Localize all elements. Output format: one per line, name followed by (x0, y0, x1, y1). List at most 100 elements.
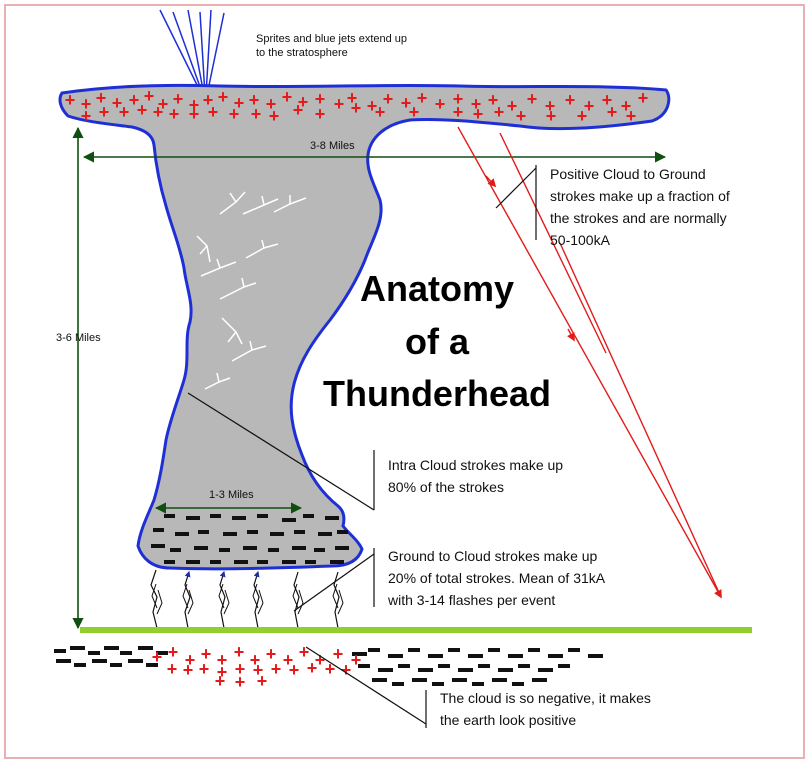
diagram-title: Anatomy of a Thunderhead (323, 268, 551, 414)
positive-charge-symbol: + (152, 647, 163, 667)
ground-to-cloud-stroke (185, 572, 190, 628)
negative-charge-symbol (104, 646, 119, 650)
negative-charge-symbol (372, 678, 387, 682)
negative-charge-symbol (247, 530, 258, 534)
negative-charge-symbol (412, 678, 427, 682)
positive-cg-note-line-1: Positive Cloud to Ground (550, 166, 706, 182)
negative-charge-symbol (219, 548, 230, 552)
positive-ground-charges: +++++++++++++++++++++++++++ (152, 642, 362, 692)
negative-charge-symbol (170, 548, 181, 552)
negative-charge-symbol (518, 664, 530, 668)
negative-charge-symbol (186, 516, 200, 520)
positive-charge-symbol: + (638, 88, 649, 108)
negative-charge-symbol (448, 648, 460, 652)
negative-charge-symbol (418, 668, 433, 672)
positive-charge-symbol: + (208, 102, 219, 122)
positive-charge-symbol: + (235, 672, 246, 692)
positive-charge-symbol: + (218, 87, 229, 107)
negative-charge-symbol (120, 651, 132, 655)
negative-charge-symbol (186, 560, 200, 564)
negative-charge-symbol (153, 528, 164, 532)
ground-line (80, 627, 752, 633)
negative-charge-symbol (588, 654, 603, 658)
negative-charge-symbol (478, 664, 490, 668)
positive-charge-symbol: + (607, 102, 618, 122)
negative-charge-symbol (257, 560, 268, 564)
negative-charge-symbol (538, 668, 553, 672)
negative-charge-symbol (512, 682, 524, 686)
positive-charge-symbol: + (546, 106, 557, 126)
negative-charge-symbol (282, 560, 296, 564)
positive-charge-symbol: + (289, 660, 300, 680)
negative-charge-symbol (408, 648, 420, 652)
negative-charge-symbol (337, 530, 348, 534)
positive-charge-symbol: + (435, 94, 446, 114)
negative-charge-symbol (392, 682, 404, 686)
positive-charge-symbol: + (137, 100, 148, 120)
negative-charge-symbol (330, 560, 344, 564)
negative-charge-symbol (56, 659, 71, 663)
negative-charge-symbol (210, 560, 221, 564)
negative-charge-symbol (468, 654, 483, 658)
negative-charge-symbol (335, 546, 349, 550)
stroke-branch (258, 590, 263, 614)
sprites-label-line-1: Sprites and blue jets extend up (256, 33, 407, 45)
negative-charge-symbol (488, 648, 500, 652)
positive-charge-symbol: + (453, 102, 464, 122)
negative-charge-symbol (498, 668, 513, 672)
negative-charge-symbol (428, 654, 443, 658)
positive-charge-symbol: + (153, 102, 164, 122)
negative-charge-symbol (243, 546, 257, 550)
positive-charge-symbol: + (516, 106, 527, 126)
negative-charge-symbol (528, 648, 540, 652)
negative-charge-symbol (164, 514, 175, 518)
negative-charge-symbol (175, 532, 189, 536)
negative-charge-symbol (492, 678, 507, 682)
height-label: 3-6 Miles (56, 332, 101, 344)
positive-charge-symbol: + (199, 659, 210, 679)
negative-charge-symbol (54, 649, 66, 653)
intra-cloud-note-line-1: Intra Cloud strokes make up (388, 457, 563, 473)
earth-positive-note-line-2: the earth look positive (440, 712, 576, 728)
positive-cg-note-line-3: the strokes and are normally (550, 210, 727, 226)
negative-charge-symbol (472, 682, 484, 686)
negative-charge-symbol (508, 654, 523, 658)
negative-charge-symbol (368, 648, 380, 652)
positive-charge-symbol: + (99, 102, 110, 122)
positive-charge-symbol: + (119, 102, 130, 122)
positive-charge-symbol: + (307, 658, 318, 678)
negative-charge-symbol (282, 518, 296, 522)
positive-charge-symbol: + (565, 90, 576, 110)
positive-charge-symbol: + (271, 659, 282, 679)
negative-charge-symbol (398, 664, 410, 668)
positive-charge-symbol: + (293, 100, 304, 120)
positive-charge-symbol: + (351, 650, 362, 670)
sprites-label: Sprites and blue jets extend up to the s… (256, 33, 407, 59)
intra-cloud-note: Intra Cloud strokes make up 80% of the s… (388, 457, 563, 495)
negative-charge-symbol (438, 664, 450, 668)
negative-charge-symbol (458, 668, 473, 672)
positive-charge-symbol: + (269, 106, 280, 126)
negative-charge-symbol (325, 516, 339, 520)
positive-charge-symbol: + (167, 659, 178, 679)
negative-charge-symbol (128, 659, 143, 663)
positive-charge-symbol: + (527, 89, 538, 109)
positive-charge-symbol: + (215, 671, 226, 691)
positive-cg-note-line-2: strokes make up a fraction of (550, 188, 730, 204)
positive-charge-symbol: + (315, 104, 326, 124)
positive-charge-symbol: + (257, 671, 268, 691)
stroke-branch (224, 590, 229, 614)
ground-to-cloud-note-line-1: Ground to Cloud strokes make up (388, 548, 598, 564)
earth-positive-note: The cloud is so negative, it makes the e… (440, 690, 651, 728)
positive-charge-symbol: + (81, 106, 92, 126)
positive-charge-symbol: + (334, 94, 345, 114)
positive-charge-symbol: + (282, 87, 293, 107)
ground-to-cloud-strokes (151, 570, 343, 628)
ground-to-cloud-stroke (151, 570, 157, 628)
negative-charge-symbol (110, 663, 122, 667)
positive-charge-symbol: + (251, 104, 262, 124)
positive-charge-symbol: + (577, 106, 588, 126)
negative-charge-symbol (378, 668, 393, 672)
negative-charge-symbol (532, 678, 547, 682)
